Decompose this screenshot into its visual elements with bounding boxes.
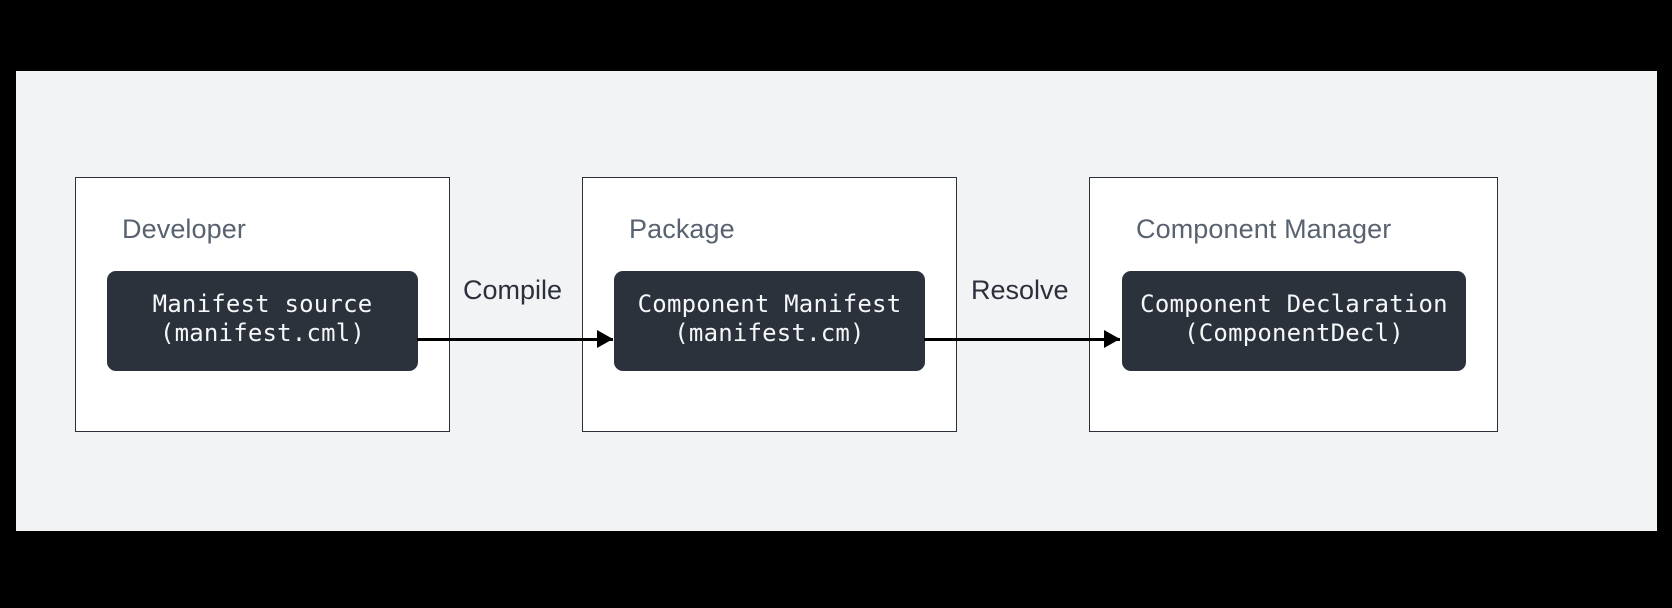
- node-component-declaration: Component Declaration (ComponentDecl): [1122, 271, 1466, 371]
- node-component-declaration-line2: (ComponentDecl): [1184, 319, 1404, 347]
- group-label-developer: Developer: [122, 214, 246, 244]
- node-component-manifest-line1: Component Manifest: [637, 290, 902, 318]
- node-component-declaration-line1: Component Declaration: [1140, 290, 1448, 318]
- node-manifest-source-line1: Manifest source: [152, 290, 373, 318]
- diagram-panel: Developer Manifest source (manifest.cml)…: [16, 71, 1657, 531]
- group-package: Package Component Manifest (manifest.cm): [582, 177, 957, 432]
- group-label-component-manager: Component Manager: [1136, 214, 1392, 244]
- node-component-manifest-line2: (manifest.cm): [674, 319, 865, 347]
- arrow-compile-line: [417, 338, 613, 341]
- node-manifest-source-line2: (manifest.cml): [159, 319, 366, 347]
- arrow-resolve-head: [1104, 330, 1120, 348]
- group-label-package: Package: [629, 214, 735, 244]
- group-component-manager: Component Manager Component Declaration …: [1089, 177, 1498, 432]
- arrow-compile-head: [597, 330, 613, 348]
- arrow-label-resolve: Resolve: [971, 275, 1069, 305]
- node-component-manifest: Component Manifest (manifest.cm): [614, 271, 925, 371]
- arrow-label-compile: Compile: [463, 275, 563, 305]
- arrow-resolve-line: [924, 338, 1120, 341]
- node-manifest-source: Manifest source (manifest.cml): [107, 271, 418, 371]
- group-developer: Developer Manifest source (manifest.cml): [75, 177, 450, 432]
